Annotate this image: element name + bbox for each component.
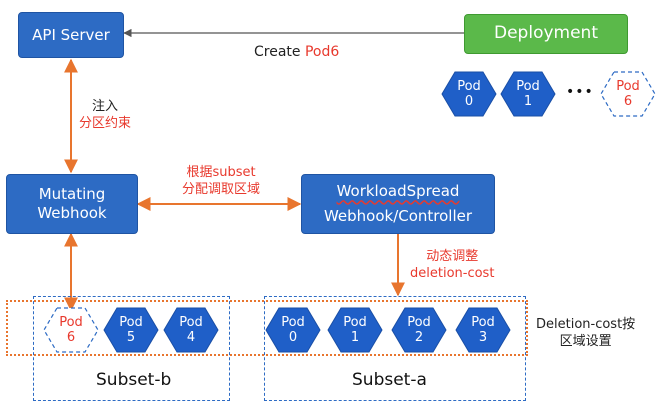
pod-text: Pod (407, 315, 431, 330)
allocate-line2: 分配调取区域 (182, 182, 261, 197)
pod-text: Pod (179, 315, 203, 330)
inject-line2: 分区约束 (79, 116, 132, 131)
adjust-line2: deletion-cost (410, 266, 495, 281)
pod-text: Pod (616, 79, 640, 94)
pod-text: Pod (119, 315, 143, 330)
pod-number: 3 (478, 330, 488, 345)
mutating-line1: Mutating (38, 185, 106, 204)
deployment-box: Deployment (464, 14, 628, 54)
pod-number: 6 (623, 94, 633, 109)
mutating-webhook-box: Mutating Webhook (6, 174, 138, 234)
pod-number: 2 (414, 330, 424, 345)
pod-number: 4 (186, 330, 196, 345)
api-server-label: API Server (32, 25, 110, 44)
deletion-cost-line1: Deletion-cost按 (536, 317, 636, 332)
deployment-label: Deployment (494, 23, 598, 44)
adjust-line1: 动态调整 (426, 249, 479, 264)
pod-text: Pod (343, 315, 367, 330)
inject-line1: 注入 (92, 99, 119, 114)
deletion-cost-note: Deletion-cost按 区域设置 (536, 316, 635, 350)
pod-text: Pod (457, 79, 481, 94)
pod-text: Pod (281, 315, 305, 330)
pod-number: 0 (464, 94, 474, 109)
deletion-cost-line2: 区域设置 (559, 334, 612, 349)
allocate-line1: 根据subset (186, 165, 256, 180)
workloadspread-line1: WorkloadSpread (336, 182, 460, 201)
pod-text: Pod (59, 315, 83, 330)
allocate-label: 根据subset 分配调取区域 (182, 164, 260, 198)
create-prefix: Create (254, 44, 305, 60)
pod-number: 5 (126, 330, 136, 345)
mutating-line2: Webhook (37, 204, 107, 222)
subset-b-container (33, 296, 230, 401)
pod-text: Pod (516, 79, 540, 94)
subset-b-label: Subset-b (96, 370, 172, 390)
create-pod-name: Pod6 (304, 44, 340, 60)
pod-text: Pod (471, 315, 495, 330)
ellipsis: ••• (566, 84, 594, 100)
workloadspread-line2: Webhook/Controller (323, 207, 473, 225)
pod-number: 1 (350, 330, 360, 345)
adjust-label: 动态调整 deletion-cost (410, 248, 494, 282)
subset-a-container (264, 296, 526, 401)
pods-band (6, 300, 528, 356)
subset-a-label: Subset-a (352, 370, 427, 390)
pod-number: 1 (523, 94, 533, 109)
pod-number: 6 (66, 330, 76, 345)
create-pod-label: Create Pod6 (254, 44, 339, 60)
workloadspread-box: WorkloadSpread Webhook/Controller (301, 174, 495, 234)
inject-label: 注入 分区约束 (79, 98, 131, 132)
pod-number: 0 (288, 330, 298, 345)
api-server-box: API Server (18, 12, 124, 58)
